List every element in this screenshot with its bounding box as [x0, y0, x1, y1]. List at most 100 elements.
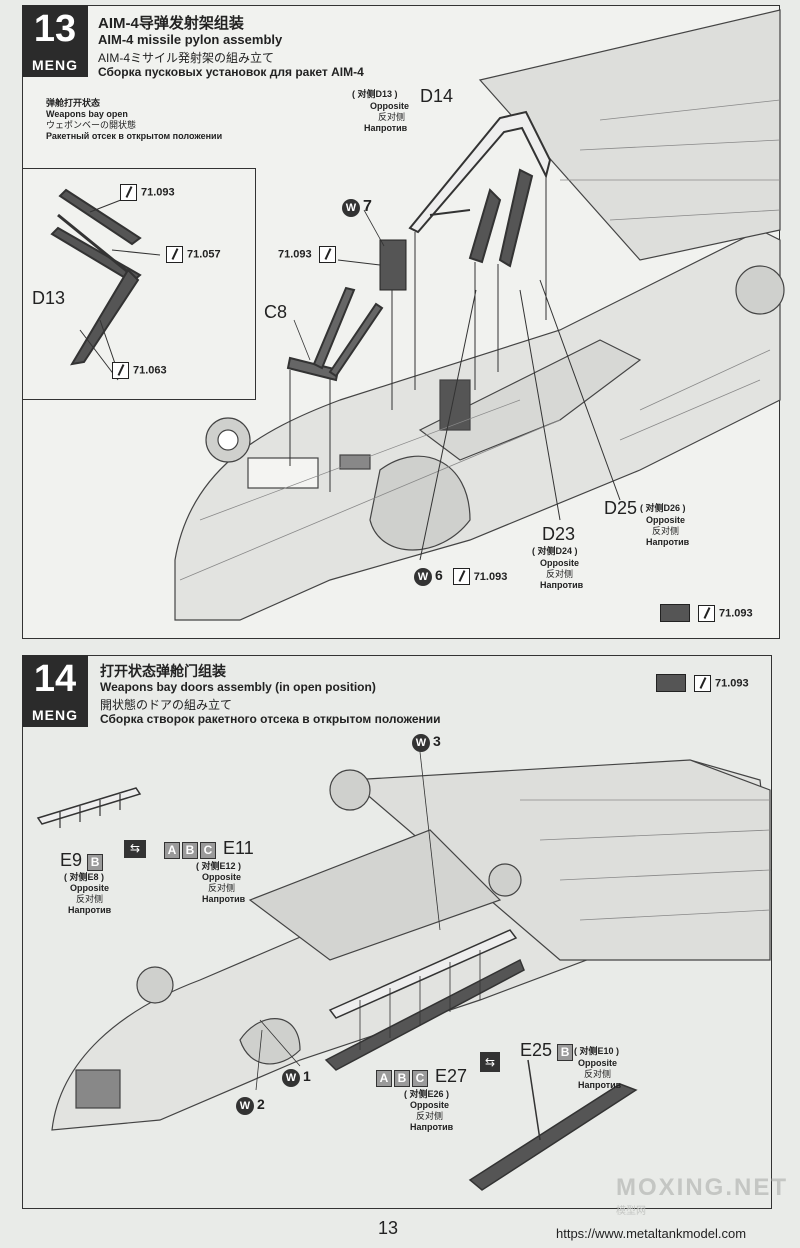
step14-number: 14 — [33, 658, 77, 700]
step13-title-ru: Сборка пусковых установок для ракет AIM-… — [98, 65, 364, 79]
e25-opposite-en: Opposite — [578, 1058, 618, 1068]
inset-title-ru: Ракетный отсек в открытом положении — [46, 131, 223, 141]
paint-chip-icon — [166, 246, 183, 263]
d14-opposite-ru: Напротив — [364, 123, 408, 133]
d25-opposite-cn: ( 对侧D26 ) — [640, 503, 686, 513]
e9-opposite-ru: Напротив — [68, 905, 112, 915]
e27-opposite-ru: Напротив — [410, 1122, 454, 1132]
step13-paint-swatch — [660, 604, 690, 622]
step14-title-jp: 開状態のドアの組み立て — [100, 698, 233, 712]
w7-part-drawing — [379, 239, 407, 291]
e27-opposite-jp: 反对侧 — [416, 1111, 444, 1121]
e25-opposite-jp: 反对侧 — [584, 1069, 612, 1079]
step13-number-box: 13 MENG — [22, 5, 88, 77]
e27-opposite-cn: ( 对侧E26 ) — [404, 1089, 450, 1099]
e27-door-drawing — [324, 929, 525, 1071]
step14-title-en: Weapons bay doors assembly (in open posi… — [100, 680, 376, 694]
d23-opposite-en: Opposite — [540, 558, 580, 568]
w-circle-icon: W — [236, 1097, 254, 1115]
d14-opposite-jp: 反对侧 — [378, 112, 406, 122]
paint-chip-icon — [120, 184, 137, 201]
d23-label: D23 — [542, 524, 576, 544]
paint-chip-icon — [694, 675, 711, 692]
e9-opposite-cn: ( 对侧E8 ) — [64, 872, 105, 882]
step14-aircraft-drawing — [51, 759, 771, 1131]
inset-d13-part-drawing — [50, 188, 142, 366]
w-circle-icon: W — [282, 1069, 300, 1087]
step13-title-jp: AIM-4ミサイル発射架の組み立て — [98, 51, 275, 65]
step14-brand-logo: MENG — [32, 707, 78, 723]
page-number: 13 — [378, 1218, 399, 1238]
w-circle-icon: W — [412, 734, 430, 752]
e11-opposite-jp: 反对侧 — [208, 883, 236, 893]
e9-flip-arrow-icon: ⇆ — [124, 840, 146, 858]
d23-opposite-cn: ( 对侧D24 ) — [532, 546, 578, 556]
step13-paint-legend: 71.093 — [698, 605, 753, 622]
c8-label: C8 — [264, 302, 288, 322]
step14-title-cn: 打开状态弹舱门组装 — [100, 663, 226, 679]
inset-title-en: Weapons bay open — [46, 109, 128, 119]
e11-opposite-en: Opposite — [202, 872, 242, 882]
inset-box — [22, 168, 256, 400]
inset-paint-1: 71.093 — [120, 184, 175, 201]
step13-aircraft-drawing — [174, 9, 785, 621]
source-url[interactable]: https://www.metaltankmodel.com — [556, 1226, 747, 1241]
step13-brand-logo: MENG — [32, 57, 78, 73]
e25-opposite-ru: Напротив — [578, 1080, 622, 1090]
step14-title-ru: Сборка створок ракетного отсека в открыт… — [100, 712, 441, 726]
e25-label: E25 B — [520, 1040, 575, 1061]
e9-part-drawing — [36, 787, 142, 828]
step14-paint-legend: 71.093 — [694, 675, 749, 692]
paint-chip-icon — [112, 362, 129, 379]
e27-flip-arrow-icon: ⇆ — [480, 1052, 500, 1072]
d25-opposite-en: Opposite — [646, 515, 686, 525]
step14-paint-swatch — [656, 674, 686, 692]
e27-opposite-en: Opposite — [410, 1100, 450, 1110]
e9-letter-badge: B — [87, 854, 104, 871]
d23-opposite-ru: Напротив — [540, 580, 584, 590]
c8-part-drawing — [286, 286, 384, 382]
e25-letter-badge: B — [557, 1044, 574, 1061]
e11-opposite-ru: Напротив — [202, 894, 246, 904]
inset-paint-3: 71.063 — [112, 362, 167, 379]
paint-chip-icon — [698, 605, 715, 622]
d25-label: D25 — [604, 498, 638, 518]
d25-opposite-ru: Напротив — [646, 537, 690, 547]
watermark-sub: 模型网 — [616, 1206, 646, 1217]
step14-number-box: 14 MENG — [22, 655, 88, 727]
inset-paint-2: 71.057 — [166, 246, 221, 263]
paint-chip-icon — [452, 567, 470, 585]
d23-opposite-jp: 反对侧 — [546, 569, 574, 579]
e25-part-drawing — [468, 1059, 638, 1191]
e25-opposite-cn: ( 对侧E10 ) — [574, 1046, 620, 1056]
e11-opposite-cn: ( 对侧E12 ) — [196, 861, 242, 871]
d14-label: D14 — [420, 86, 454, 106]
step13-number: 13 — [33, 8, 77, 50]
e9-label: E9 B — [60, 850, 105, 871]
d25-opposite-jp: 反对侧 — [652, 526, 680, 536]
step13-title-cn: AIM-4导弹发射架组装 — [98, 15, 244, 32]
w-circle-icon: W — [342, 199, 360, 217]
d14-part-drawing — [408, 110, 552, 268]
paint-chip-icon — [318, 246, 336, 263]
e9-opposite-en: Opposite — [70, 883, 110, 893]
inset-title-cn: 弹舱打开状态 — [46, 98, 101, 108]
d14-opposite-cn: ( 对侧D13 ) — [352, 89, 398, 99]
watermark-text: MOXING.NET — [616, 1174, 789, 1201]
inset-part-d13: D13 — [32, 288, 66, 308]
inset-title-jp: ウェポンベーの開状態 — [46, 120, 137, 130]
c8-paint: 71.093 — [278, 246, 340, 263]
step13-title-en: AIM-4 missile pylon assembly — [98, 32, 283, 47]
d14-opposite-en: Opposite — [370, 101, 410, 111]
w-circle-icon: W — [414, 568, 432, 586]
e9-opposite-jp: 反对侧 — [76, 894, 104, 904]
step14-panel — [22, 655, 772, 1209]
